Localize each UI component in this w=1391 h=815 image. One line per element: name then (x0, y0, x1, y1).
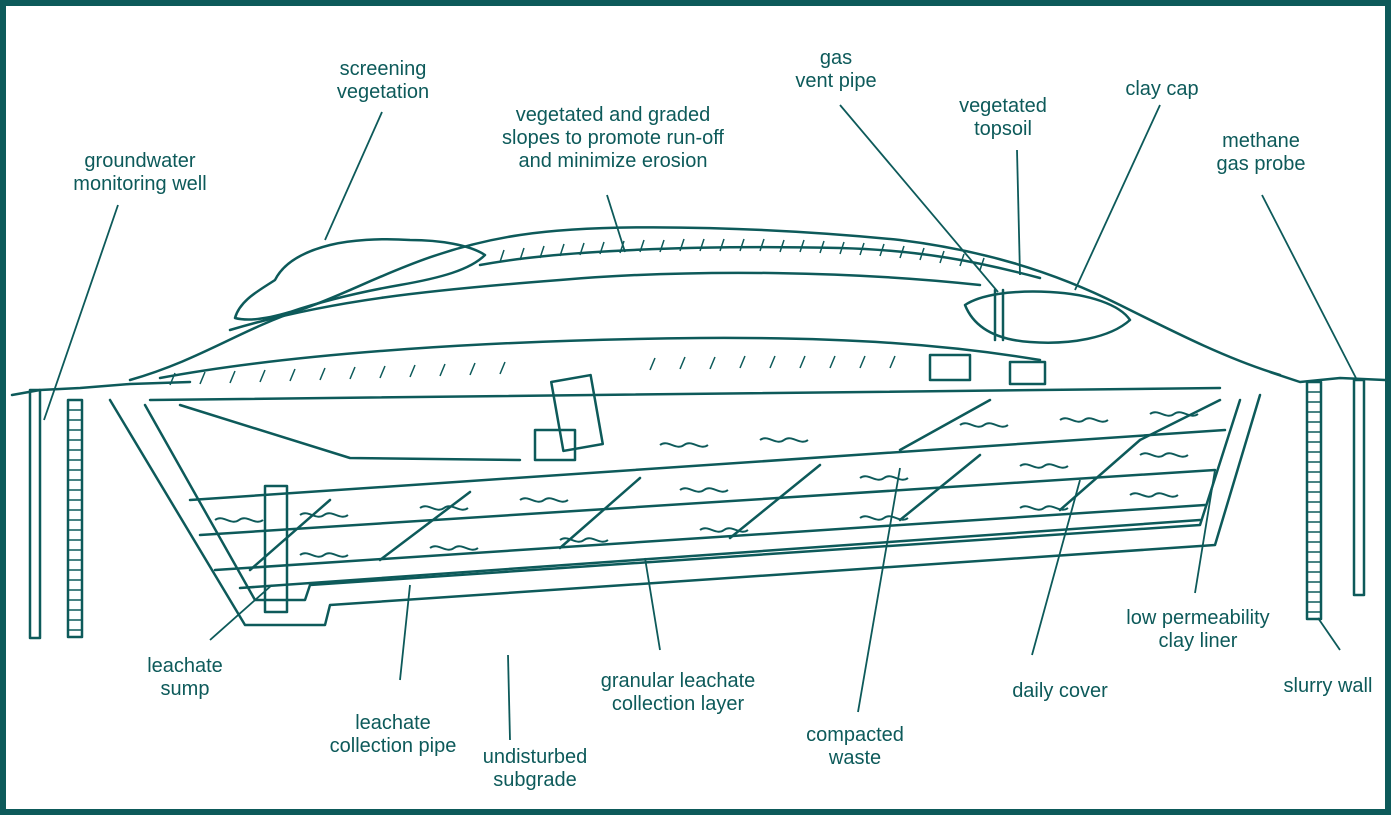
truck-cab (535, 430, 575, 460)
label-groundwater-monitoring-well: groundwater monitoring well (50, 150, 230, 196)
label-screening-vegetation: screening vegetation (318, 58, 448, 104)
groundwater-well-casing (30, 390, 40, 638)
leader-granular-layer (645, 558, 660, 650)
leader-vegetated-slopes (607, 195, 625, 252)
compactor-body (930, 355, 970, 380)
leader-undisturbed-subgrade (508, 655, 510, 740)
label-low-permeability-clay-liner: low permeability clay liner (1098, 607, 1298, 653)
label-leachate-sump: leachate sump (130, 655, 240, 701)
label-leachate-collection-pipe: leachate collection pipe (318, 712, 468, 758)
cell-inner-wall (145, 400, 1240, 600)
cell-div (560, 478, 640, 548)
cell-outer-wall (110, 395, 1260, 625)
cell-div (900, 455, 980, 520)
waste-layer-mid (200, 470, 1215, 535)
cell-div (730, 465, 820, 538)
cell-left-slope (150, 388, 1220, 400)
label-granular-leachate-collection-layer: granular leachate collection layer (578, 670, 778, 716)
leader-methane-gas-probe (1262, 195, 1357, 380)
label-vegetated-topsoil: vegetated topsoil (943, 95, 1063, 141)
label-compacted-waste: compacted waste (780, 724, 930, 770)
label-vegetated-slopes: vegetated and graded slopes to promote r… (488, 104, 738, 173)
waste-texture (300, 493, 1178, 556)
leader-vegetated-topsoil (1017, 150, 1020, 275)
label-daily-cover: daily cover (990, 680, 1130, 703)
leader-daily-cover (1032, 480, 1080, 655)
cell-div (900, 400, 990, 450)
leader-screening-vegetation (325, 112, 382, 240)
leachate-sump-riser (265, 486, 287, 612)
label-clay-cap: clay cap (1102, 78, 1222, 101)
slurry-wall-shape (1307, 382, 1321, 619)
waste-layer-top (190, 430, 1225, 500)
cell-div (380, 492, 470, 560)
groundwater-well-screen (68, 400, 82, 637)
label-undisturbed-subgrade: undisturbed subgrade (460, 746, 610, 792)
mound-inner-layer-1 (230, 273, 980, 330)
leader-leachate-sump (210, 585, 272, 640)
ground-surface (12, 382, 190, 395)
well-screen-hatching (68, 410, 82, 630)
label-slurry-wall: slurry wall (1268, 675, 1388, 698)
cell-div (250, 500, 330, 570)
mound-inner-layer-2 (160, 338, 1040, 378)
truck-dump-bed (551, 375, 603, 451)
leader-compacted-waste (858, 468, 900, 712)
cell-bench-left (180, 405, 520, 460)
waste-layer-bottom (215, 505, 1205, 570)
leader-clay-liner (1195, 470, 1215, 593)
gas-vent-pipe-shape (995, 290, 1003, 340)
leader-slurry-wall (1318, 618, 1340, 650)
slurry-hatching (1307, 392, 1321, 612)
label-gas-vent-pipe: gas vent pipe (776, 47, 896, 93)
leader-clay-cap (1075, 105, 1160, 290)
label-methane-gas-probe: methane gas probe (1196, 130, 1326, 176)
methane-probe-casing (1354, 380, 1364, 595)
waste-texture (660, 412, 1198, 446)
ground-surface-right (1270, 372, 1385, 382)
dozer-body (1010, 362, 1045, 384)
